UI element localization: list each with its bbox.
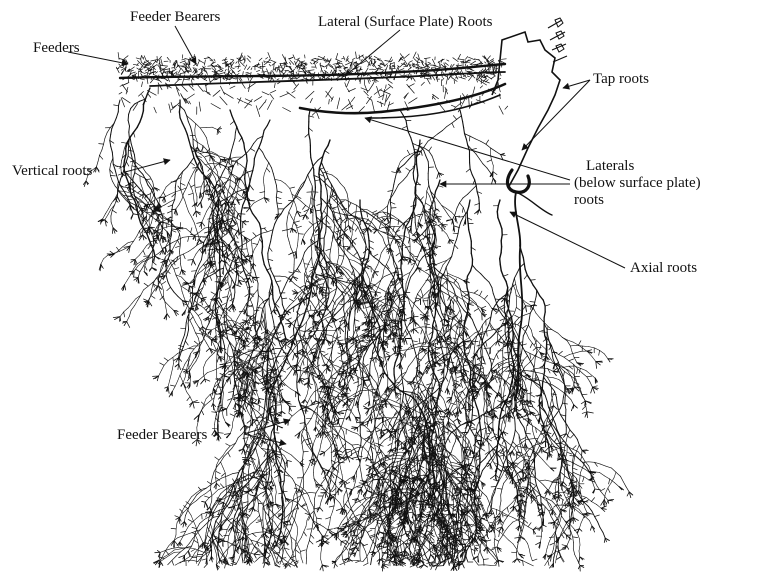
label-axial-roots: Axial roots (630, 260, 697, 277)
label-vertical-roots: Vertical roots (12, 163, 92, 180)
label-tap-roots: Tap roots (593, 71, 649, 88)
label-feeder-bearers-top: Feeder Bearers (130, 9, 220, 26)
branching-roots (83, 88, 632, 571)
label-lateral-surface-roots: Lateral (Surface Plate) Roots (318, 14, 493, 31)
label-feeders: Feeders (33, 40, 80, 57)
label-laterals-line3: roots (574, 192, 754, 209)
label-laterals-below-surface: Laterals (below surface plate) roots (574, 158, 754, 209)
label-feeder-bearers-bottom: Feeder Bearers (117, 427, 207, 444)
axial-roots-leader (510, 212, 625, 268)
label-laterals-line2: (below surface plate) (574, 175, 754, 192)
tree-stump (492, 18, 567, 188)
label-laterals-line1: Laterals (586, 158, 754, 175)
feeder-bearers-top-leader (175, 26, 196, 64)
